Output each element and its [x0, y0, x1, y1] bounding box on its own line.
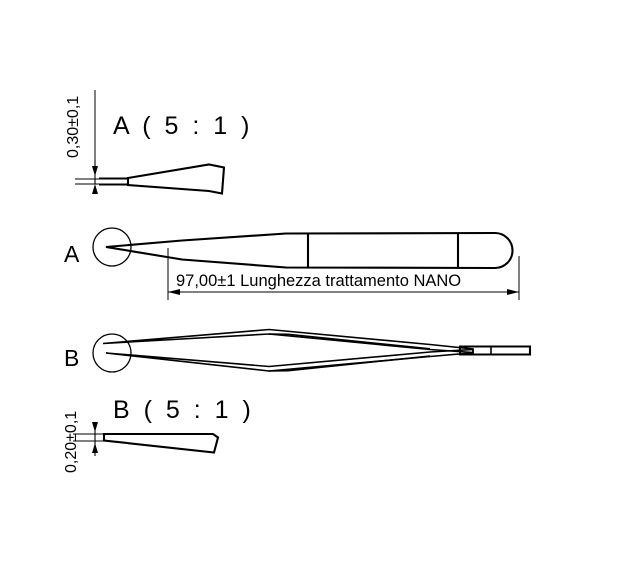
detail-b-title: B ( 5 : 1 ): [113, 396, 254, 424]
detail-b-tip-profile: [102, 432, 220, 454]
view-b-lower-arm: [105, 348, 474, 372]
view-a-arrow-right: [507, 289, 519, 295]
view-a-detail-circle: [92, 227, 132, 267]
view-a-label: A: [64, 241, 80, 267]
view-a-group: A 97,00±1 Lunghezza trattamento NANO: [64, 227, 520, 300]
detail-a-tip-stub: [99, 177, 128, 186]
detail-b-group: 0,20±0,1 B ( 5 : 1 ): [63, 396, 254, 473]
view-b-upper-arm-fold: [268, 333, 431, 350]
view-a-body-outline: [105, 231, 514, 270]
detail-b-arrow-up: [92, 443, 98, 453]
view-b-detail-circle: [92, 333, 132, 373]
view-b-lower-arm-fold: [268, 355, 431, 372]
detail-a-arrow-down: [92, 166, 98, 176]
view-b-upper-arm: [102, 328, 474, 354]
detail-a-title: A ( 5 : 1 ): [113, 112, 253, 140]
view-a-dimension-text: 97,00±1 Lunghezza trattamento NANO: [176, 272, 461, 290]
detail-a-tip-profile: [126, 163, 226, 195]
view-a-arrow-left: [168, 289, 180, 295]
view-b-group: B: [64, 328, 532, 373]
detail-b-dimension-text: 0,20±0,1: [63, 411, 80, 473]
detail-b-arrow-down: [92, 422, 98, 432]
detail-a-group: 0,30±0,1 A ( 5 : 1 ): [65, 90, 253, 195]
view-b-label: B: [64, 345, 79, 371]
view-b-end-strip: [458, 345, 532, 356]
detail-a-dimension-text: 0,30±0,1: [65, 96, 82, 158]
detail-a-arrow-up: [92, 184, 98, 194]
